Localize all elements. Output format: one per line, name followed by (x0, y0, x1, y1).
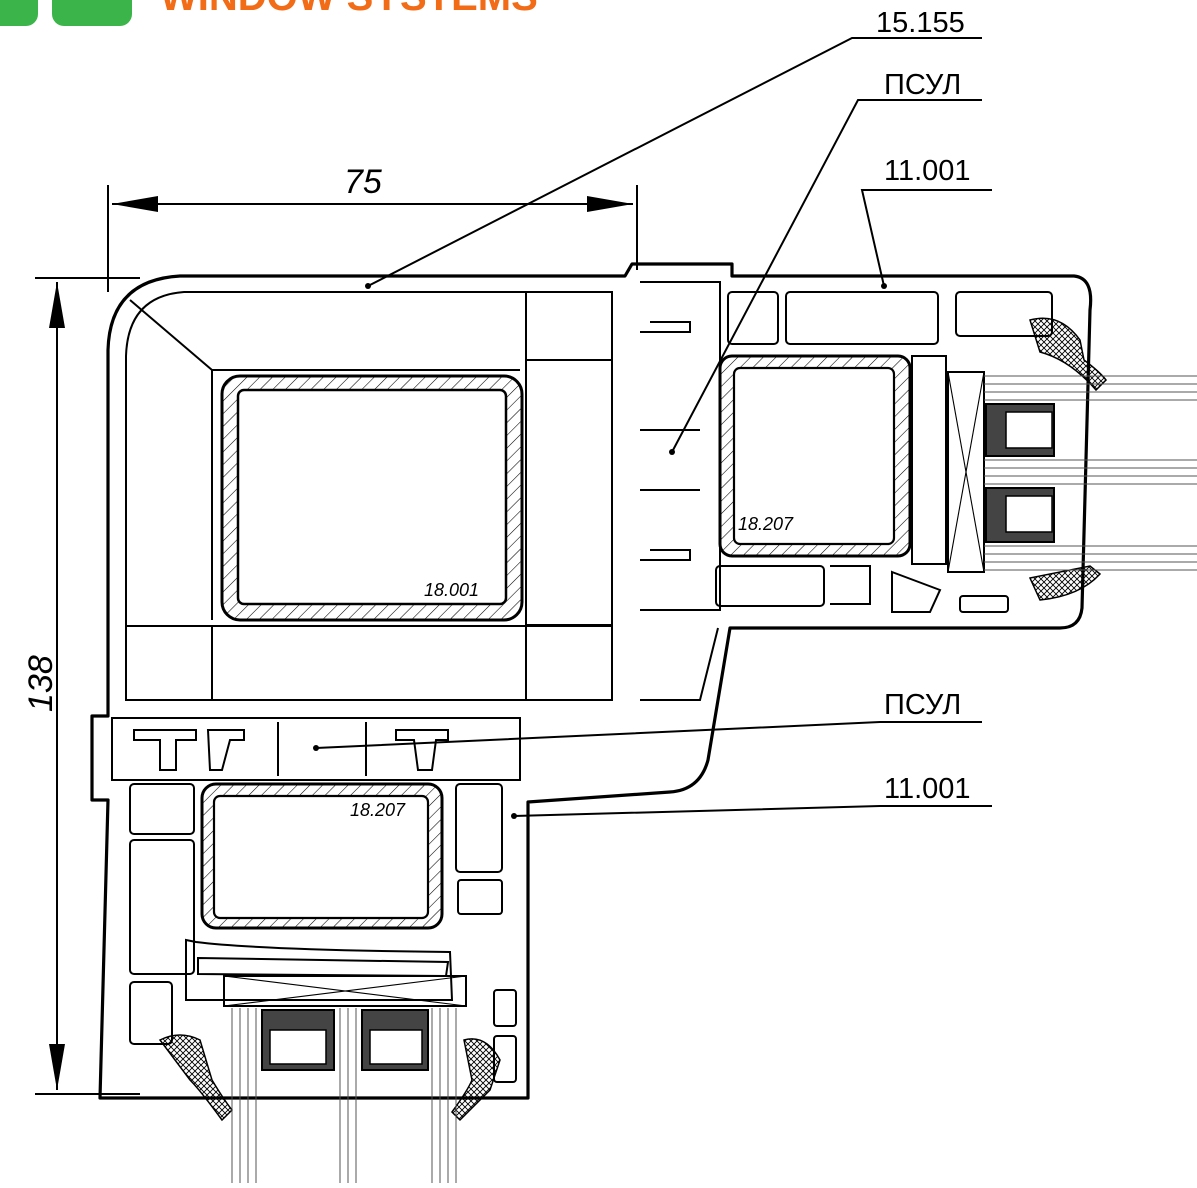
arrow-up-icon (49, 282, 65, 328)
callout-top-frame: 11.001 (884, 155, 971, 187)
width-dimension (107, 185, 638, 292)
arrow-down-icon (49, 1044, 65, 1090)
callout-top-profile: 15.155 (876, 7, 965, 39)
right-sash (715, 291, 1107, 613)
right-reinforcement-label: 18.207 (738, 514, 794, 534)
arrow-right-icon (587, 196, 633, 212)
width-dimension-value: 75 (344, 163, 382, 201)
height-dimension-value: 138 (22, 655, 60, 712)
logo-square-right (52, 0, 132, 26)
arrow-left-icon (112, 196, 158, 212)
callout-top-insert: ПСУЛ (884, 69, 961, 101)
height-dimension (35, 277, 140, 1095)
callout-mid-insert: ПСУЛ (884, 689, 961, 721)
bottom-reinforcement-label: 18.207 (350, 800, 406, 820)
logo-square-left (0, 0, 38, 26)
main-reinforcement (220, 374, 524, 622)
brand-name: WINDOW SYSTEMS (160, 0, 538, 19)
corner-profile (90, 262, 1093, 1100)
brand-logo (0, 0, 132, 26)
bottom-glazing (231, 1008, 457, 1183)
main-reinforcement-label: 18.001 (424, 580, 479, 600)
right-glazing (984, 375, 1197, 571)
bottom-sash (111, 717, 521, 1122)
leader-lines (313, 37, 992, 819)
callout-mid-frame: 11.001 (884, 773, 971, 805)
